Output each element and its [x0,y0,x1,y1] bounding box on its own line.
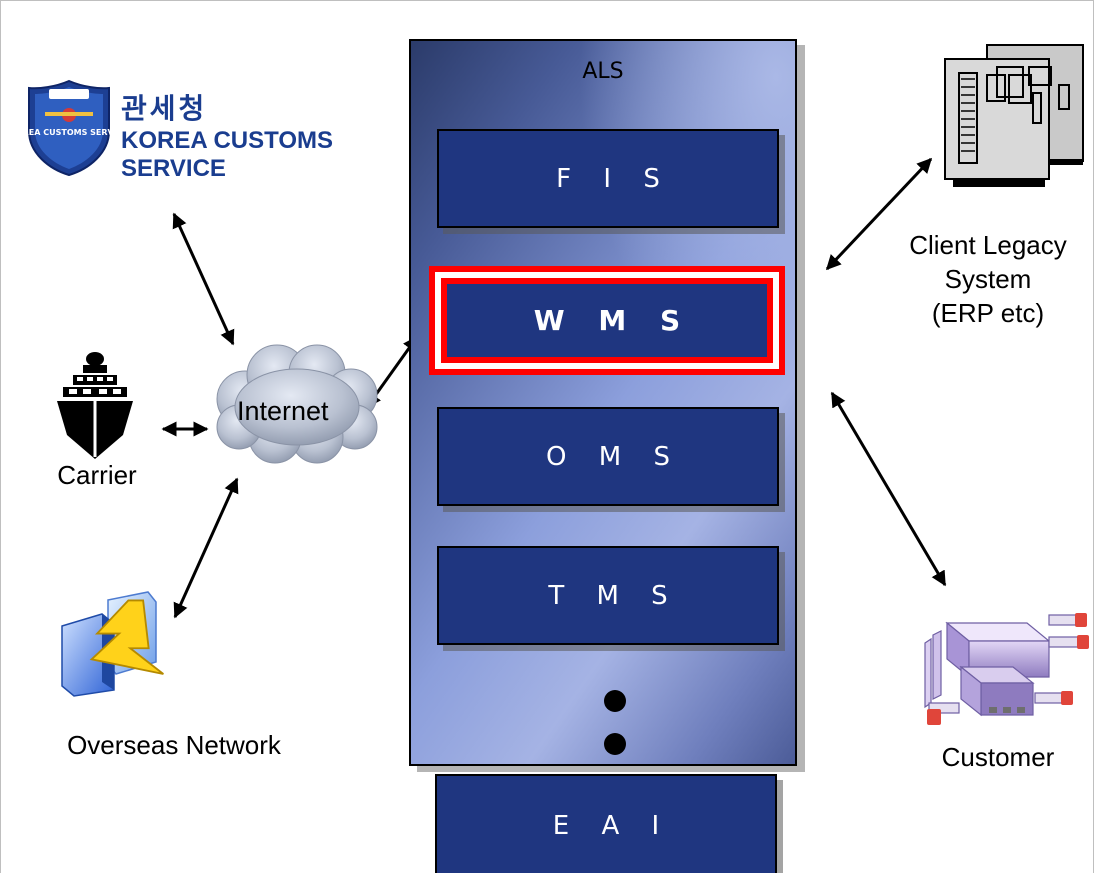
internet-label: Internet [237,396,329,426]
connector-icon [924,613,1089,725]
client-legacy-line1: Client Legacy [909,230,1067,260]
module-oms: O M S [437,407,779,506]
cloud-icon [216,344,378,464]
module-tms: T M S [437,546,779,645]
module-fis-label: F I S [556,163,672,194]
arrow-customs-internet [172,212,235,346]
module-eai: E A I [435,774,777,873]
module-wms: W M S [441,278,773,363]
customer-label: Customer [941,742,1055,772]
customs-name-korean: 관세청 [121,93,208,124]
module-tms-label: T M S [548,580,680,611]
server-icon [944,44,1084,187]
customs-name: 관세청 KOREA CUSTOMS SERVICE [121,93,333,182]
emblem-text: KOREA CUSTOMS SERVICE [25,128,113,137]
continuation-dot-1 [604,690,626,712]
continuation-dot-2 [604,733,626,755]
ship-icon [57,352,133,459]
customs-name-en-line2: SERVICE [121,154,226,182]
module-wms-label: W M S [533,304,693,337]
client-legacy-line3: (ERP etc) [931,297,1045,328]
lightning-building-icon [61,591,164,697]
module-fis: F I S [437,129,779,228]
module-oms-label: O M S [546,441,682,472]
carrier-label: Carrier [57,460,137,490]
als-title: ALS [582,59,624,84]
arrow-legacy-als [825,157,933,271]
client-legacy-label: Client Legacy System (ERP etc) [881,229,1093,330]
client-legacy-line2: System [944,263,1032,294]
module-eai-label: E A I [552,811,672,841]
arrow-overseas-internet [173,477,239,619]
customs-name-en-line1: KOREA CUSTOMS [121,127,334,155]
shield-emblem-icon: KOREA CUSTOMS SERVICE [25,79,113,177]
overseas-label: Overseas Network [67,730,281,760]
arrow-customer-als [830,391,947,587]
